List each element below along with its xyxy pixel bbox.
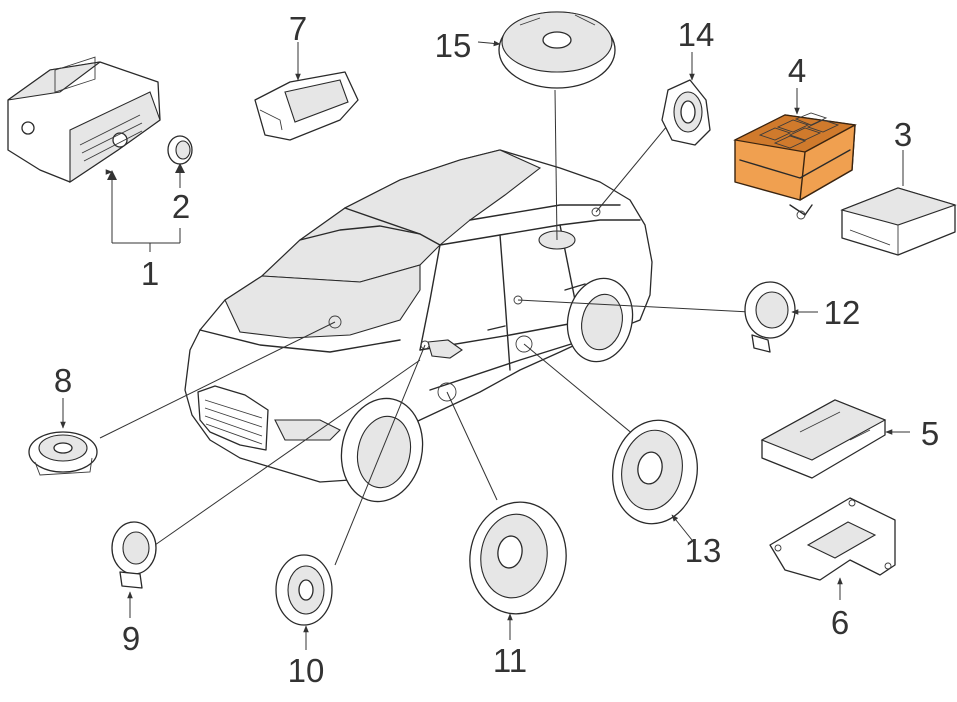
callout-1: 1 [141,255,159,292]
part-8-speaker [28,398,98,476]
part-6-bracket [769,497,896,600]
callout-12: 12 [824,294,861,331]
callout-4: 4 [788,52,806,89]
part-4-control-unit-highlighted [733,88,857,220]
callout-labels: 1 2 3 4 5 6 7 8 9 10 11 12 13 14 15 [54,10,939,689]
part-13-speaker [612,419,698,541]
part-15-subwoofer [477,11,616,89]
callout-11: 11 [493,642,527,679]
callout-13: 13 [685,532,722,569]
part-9-tweeter [111,521,157,618]
callout-10: 10 [288,652,325,689]
part-5-module [760,399,910,479]
part-10-speaker [275,554,333,650]
callout-14: 14 [678,16,715,53]
part-7-display [254,42,359,141]
part-3-module [840,150,957,256]
callout-15: 15 [435,27,472,64]
car-illustration [184,149,653,503]
callout-8: 8 [54,362,72,399]
callout-9: 9 [122,620,140,657]
part-14-tweeter [661,52,711,146]
callout-3: 3 [894,116,912,153]
part-2-knob [167,135,193,165]
callout-7: 7 [289,10,307,47]
callout-6: 6 [831,604,849,641]
part-11-speaker [469,501,567,640]
callout-2: 2 [172,188,190,225]
part-1-radio-unit [7,56,185,252]
part-12-tweeter [744,281,818,353]
leader-lines [99,89,751,566]
callout-5: 5 [921,415,939,452]
